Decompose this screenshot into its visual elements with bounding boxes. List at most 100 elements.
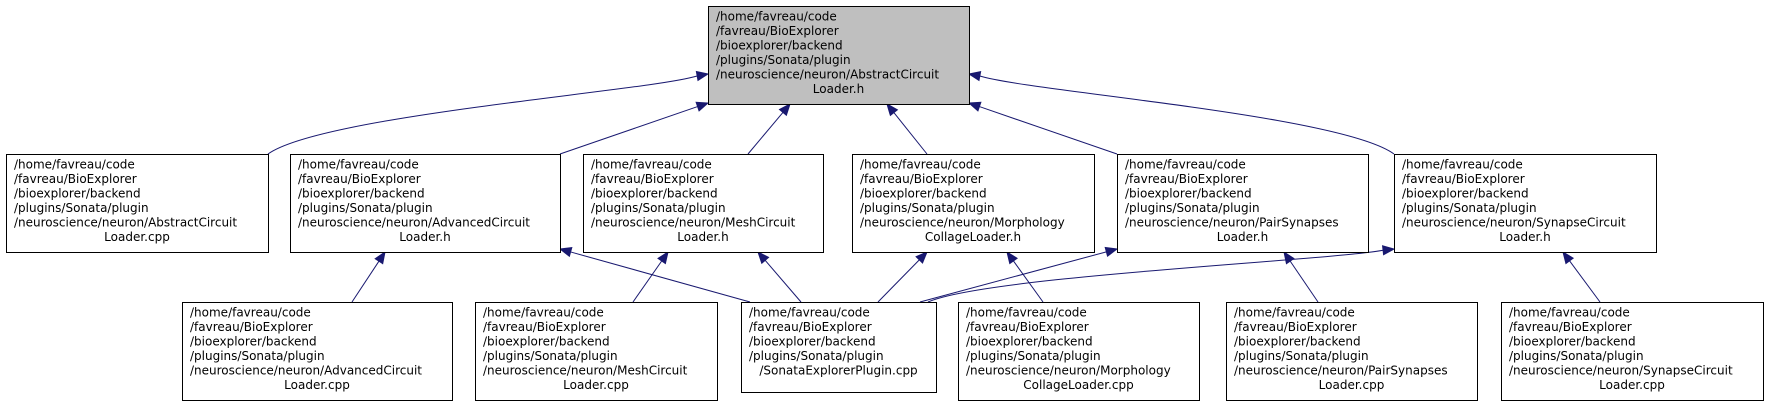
arrowhead-icon (1006, 250, 1018, 265)
node-mesh-cpp[interactable]: /home/favreau/code/favreau/BioExplorer/b… (475, 302, 718, 401)
node-abstract-cpp[interactable]: /home/favreau/code/favreau/BioExplorer/b… (6, 154, 269, 253)
node-mesh-h[interactable]: /home/favreau/code/favreau/BioExplorer/b… (583, 154, 824, 253)
node-label-line: Loader.h (399, 230, 450, 244)
node-box (6, 154, 269, 253)
node-label-line: /bioexplorer/backend (749, 335, 876, 349)
edge-line (351, 260, 380, 303)
edge-line (979, 106, 1118, 155)
node-label-line: /neuroscience/neuron/AdvancedCircuit (298, 216, 530, 230)
nodes-layer: /home/favreau/code/favreau/BioExplorer/b… (6, 6, 1764, 401)
node-synapse-cpp[interactable]: /home/favreau/code/favreau/BioExplorer/b… (1501, 302, 1764, 401)
node-label-line: /favreau/BioExplorer (716, 24, 839, 38)
edge-line (267, 75, 698, 155)
arrowhead-icon (1562, 250, 1575, 265)
arrowhead-icon (757, 250, 770, 265)
edge-advanced_h-to-root (559, 101, 710, 155)
edge-synapse_cpp-to-synapse_h (1562, 250, 1601, 303)
edge-line (927, 249, 1384, 303)
arrowhead-icon (558, 247, 573, 258)
arrowhead-icon (967, 101, 982, 112)
node-label-line: /favreau/BioExplorer (966, 320, 1089, 334)
node-label-line: Loader.cpp (1319, 378, 1385, 392)
node-label-line: /bioexplorer/backend (716, 39, 843, 53)
node-label-line: /home/favreau/code (966, 306, 1087, 320)
edge-pair_cpp-to-pair_h (1283, 250, 1319, 303)
node-label-line: /home/favreau/code (1125, 158, 1246, 172)
node-label-line: /home/favreau/code (1509, 306, 1630, 320)
node-label-line: /neuroscience/neuron/SynapseCircuit (1402, 216, 1626, 230)
node-label-line: /favreau/BioExplorer (190, 320, 313, 334)
node-plugin-cpp[interactable]: /home/favreau/code/favreau/BioExplorer/b… (741, 302, 937, 393)
node-label-line: Loader.cpp (563, 378, 629, 392)
node-label-line: /plugins/Sonata/plugin (966, 349, 1101, 363)
node-label-line: /home/favreau/code (1234, 306, 1355, 320)
node-pair-cpp[interactable]: /home/favreau/code/favreau/BioExplorer/b… (1226, 302, 1478, 401)
node-label-line: Loader.cpp (104, 230, 170, 244)
node-label-line: /neuroscience/neuron/AbstractCircuit (14, 216, 237, 230)
node-label-line: /favreau/BioExplorer (14, 172, 137, 186)
node-label-line: /bioexplorer/backend (591, 187, 718, 201)
arrowhead-icon (778, 102, 791, 117)
node-label-line: /bioexplorer/backend (966, 335, 1093, 349)
node-label-line: /home/favreau/code (716, 10, 837, 24)
node-label-line: /bioexplorer/backend (483, 335, 610, 349)
node-label-line: /plugins/Sonata/plugin (298, 201, 433, 215)
node-advanced-cpp[interactable]: /home/favreau/code/favreau/BioExplorer/b… (182, 302, 453, 401)
node-label-line: /neuroscience/neuron/SynapseCircuit (1509, 364, 1733, 378)
node-label-line: Loader.h (1217, 230, 1268, 244)
node-label-line: /plugins/Sonata/plugin (716, 53, 851, 67)
node-label-line: /plugins/Sonata/plugin (1234, 349, 1369, 363)
node-label-line: /favreau/BioExplorer (749, 320, 872, 334)
node-morph-cpp[interactable]: /home/favreau/code/favreau/BioExplorer/b… (958, 302, 1200, 401)
node-advanced-h[interactable]: /home/favreau/code/favreau/BioExplorer/b… (290, 154, 561, 253)
node-label-line: CollageLoader.h (925, 230, 1021, 244)
node-box (182, 302, 453, 401)
arrowhead-icon (695, 70, 710, 82)
edge-line (877, 259, 920, 303)
arrowhead-icon (967, 70, 982, 82)
edge-line (893, 112, 928, 155)
node-label-line: /plugins/Sonata/plugin (749, 349, 884, 363)
node-label-line: Loader.cpp (1599, 378, 1665, 392)
edge-synapse_h-to-root (967, 70, 1395, 155)
arrowhead-icon (1283, 250, 1295, 265)
edge-pair_h-to-root (967, 101, 1118, 155)
node-label-line: Loader.h (677, 230, 728, 244)
edge-line (570, 251, 751, 303)
node-synapse-h[interactable]: /home/favreau/code/favreau/BioExplorer/b… (1394, 154, 1657, 253)
edge-plugin_cpp-to-advanced_h (558, 247, 751, 303)
node-label-line: /neuroscience/neuron/PairSynapses (1234, 364, 1448, 378)
node-label-line: /bioexplorer/backend (1125, 187, 1252, 201)
node-root: /home/favreau/code/favreau/BioExplorer/b… (708, 6, 970, 105)
arrowhead-icon (657, 250, 669, 265)
node-label-line: /favreau/BioExplorer (860, 172, 983, 186)
node-label-line: /plugins/Sonata/plugin (1509, 349, 1644, 363)
node-label-line: /favreau/BioExplorer (298, 172, 421, 186)
node-label-line: /neuroscience/neuron/MeshCircuit (591, 216, 796, 230)
edge-line (764, 260, 802, 303)
node-label-line: /neuroscience/neuron/AbstractCircuit (716, 68, 939, 82)
node-label-line: /home/favreau/code (190, 306, 311, 320)
node-box (1394, 154, 1657, 253)
edge-plugin_cpp-to-synapse_h (927, 245, 1396, 303)
node-label-line: /bioexplorer/backend (1234, 335, 1361, 349)
edge-abstract_cpp-to-root (267, 70, 710, 155)
node-pair-h[interactable]: /home/favreau/code/favreau/BioExplorer/b… (1117, 154, 1369, 253)
arrowhead-icon (1104, 246, 1119, 258)
node-box (1501, 302, 1764, 401)
node-box (1226, 302, 1478, 401)
node-box (741, 302, 937, 393)
node-label-line: /bioexplorer/backend (190, 335, 317, 349)
node-label-line: /plugins/Sonata/plugin (860, 201, 995, 215)
node-label-line: /plugins/Sonata/plugin (14, 201, 149, 215)
node-label-line: /neuroscience/neuron/Morphology (860, 216, 1065, 230)
node-label-line: /favreau/BioExplorer (1509, 320, 1632, 334)
edge-line (919, 251, 1107, 303)
edge-line (1013, 260, 1044, 303)
node-label-line: /home/favreau/code (483, 306, 604, 320)
node-label-line: /plugins/Sonata/plugin (1125, 201, 1260, 215)
edge-line (632, 260, 663, 303)
node-label-line: Loader.h (1499, 230, 1550, 244)
node-morph-h[interactable]: /home/favreau/code/favreau/BioExplorer/b… (852, 154, 1095, 253)
